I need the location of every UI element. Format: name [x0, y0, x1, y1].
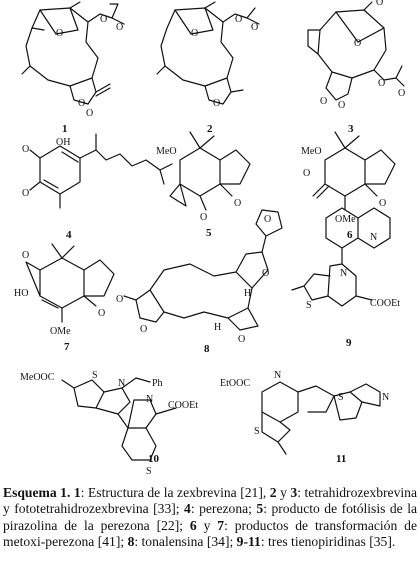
atom-O: O	[22, 250, 29, 261]
structure-8: O O O O O H H 8	[116, 209, 283, 355]
N-label: N	[340, 268, 347, 279]
MeO-label: MeO	[156, 146, 177, 157]
MeO-label: MeO	[301, 146, 322, 157]
atom-O: O	[378, 78, 385, 89]
caption-ref: 3	[290, 485, 298, 500]
COOEt-label: COOEt	[370, 298, 400, 309]
OMe-label: OMe	[335, 214, 356, 225]
caption-text: : tonalensina [34];	[134, 533, 237, 549]
atom-O: O	[56, 28, 63, 39]
structure-4: OH O O 4	[22, 133, 173, 241]
H-label: H	[244, 288, 251, 299]
Ph-label: Ph	[152, 378, 163, 389]
structure-9: N N S COOEt 9	[291, 207, 400, 349]
S-label: S	[146, 466, 152, 477]
atom-O: O	[98, 308, 105, 319]
atom-O: O	[234, 198, 241, 209]
compound-number: 6	[347, 229, 353, 241]
structure-7: O HO O OMe 7	[14, 243, 115, 353]
caption-ref: 7	[217, 517, 225, 533]
N-label: N	[146, 394, 153, 405]
atom-O: O	[379, 198, 386, 209]
atom-O: O	[264, 214, 271, 225]
MeOOC-label: MeOOC	[20, 372, 55, 383]
compound-number: 3	[348, 123, 354, 135]
structure-11: EtOOC N S N S 11	[220, 370, 389, 465]
caption-ref: 4	[184, 501, 191, 517]
structure-2: O O O O 2	[156, 1, 260, 135]
compound-number: 5	[206, 227, 212, 239]
COOEt-label: COOEt	[168, 400, 198, 411]
caption-text: : tetrahidrozexbrevina y fototetrahidroz…	[3, 485, 417, 517]
compound-number: 4	[66, 229, 72, 241]
atom-O: O	[116, 294, 123, 305]
N-label: N	[118, 378, 125, 389]
atom-O: O	[398, 88, 405, 99]
caption-text: : tres tienopiridinas [35].	[260, 533, 396, 549]
structure-10: MeOOC S N Ph N COOEt S 10	[20, 370, 198, 477]
atom-O: O	[235, 14, 242, 25]
atom-O: O	[213, 98, 220, 109]
atom-O: O	[238, 334, 245, 345]
N-label: N	[274, 370, 281, 381]
caption-ref: 6	[189, 517, 197, 533]
atom-O: O	[251, 22, 258, 33]
structure-6: MeO O O OMe 6	[301, 131, 396, 241]
atom-O: O	[140, 324, 147, 335]
compound-number: 8	[204, 343, 210, 355]
atom-O: O	[303, 168, 310, 179]
compound-number: 11	[336, 453, 346, 465]
S-label: S	[338, 392, 344, 403]
caption-ref: 8	[127, 533, 135, 549]
atom-O: O	[320, 96, 327, 107]
caption-text: : perezona;	[190, 501, 257, 517]
compound-number: 7	[64, 341, 70, 353]
caption-text: : Estructura de la zexbrevina [21],	[80, 485, 270, 500]
compound-number: 9	[346, 337, 352, 349]
OMe-label: OMe	[50, 326, 71, 337]
atom-O: O	[376, 0, 383, 8]
atom-O: O	[116, 22, 123, 33]
atom-O: O	[22, 188, 29, 199]
caption-ref: 1	[73, 485, 81, 500]
caption-text: y	[196, 517, 218, 533]
compound-number: 2	[207, 123, 213, 135]
atom-O: O	[86, 108, 93, 119]
EtOOC-label: EtOOC	[220, 378, 250, 389]
atom-O: O	[22, 144, 29, 155]
scheme-caption: Esquema 1. 1: Estructura de la zexbrevin…	[3, 485, 417, 550]
atom-O: O	[100, 14, 107, 25]
structure-5: MeO O O 5	[156, 131, 251, 239]
caption-label: Esquema 1.	[3, 485, 71, 500]
atom-O: O	[78, 98, 85, 109]
caption-text: : productos de transformación de metoxi-…	[3, 517, 417, 549]
S-label: S	[306, 300, 312, 311]
atom-O: O	[354, 38, 361, 49]
caption-text: y	[276, 485, 291, 500]
caption-text: : producto de fotólisis de la pirazolina…	[3, 501, 418, 533]
HO-label: HO	[14, 288, 28, 299]
atom-O: O	[262, 268, 269, 279]
caption-ref: 5	[256, 501, 264, 517]
OH-label: OH	[56, 137, 70, 148]
caption-ref: 2	[269, 485, 277, 500]
compound-number: 1	[62, 123, 68, 135]
structure-3: O O O O O O 3	[307, 0, 405, 135]
N-label: N	[382, 392, 389, 403]
S-label: S	[92, 370, 98, 381]
S-label: S	[254, 426, 260, 437]
caption-ref: 9-11	[236, 533, 261, 549]
H-label: H	[214, 322, 221, 333]
N-label: N	[370, 232, 377, 243]
chemical-structures-scheme: O O O O O 1 O O O O 2 O O O O O O 3	[14, 0, 405, 477]
atom-O: O	[338, 100, 345, 111]
structure-1: O O O O O 1	[21, 1, 125, 135]
compound-number: 10	[148, 453, 160, 465]
atom-O: O	[200, 212, 207, 223]
atom-O: O	[191, 28, 198, 39]
